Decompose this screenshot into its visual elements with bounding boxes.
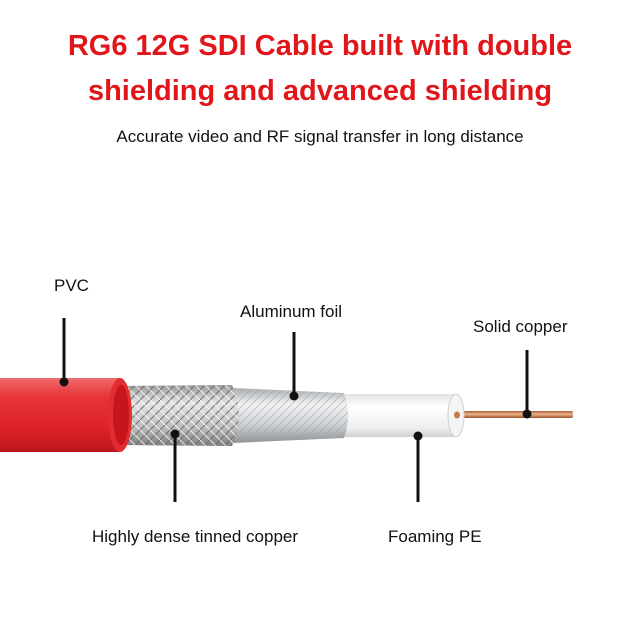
- label-aluminum-foil: Aluminum foil: [240, 302, 343, 321]
- label-solid-copper: Solid copper: [473, 317, 568, 336]
- label-pvc: PVC: [54, 276, 89, 295]
- title-line-2: shielding and advanced shielding: [87, 75, 553, 107]
- tinned-copper-braid: [112, 385, 239, 446]
- callout-solid-copper: [522, 350, 532, 419]
- label-tinned-copper: Highly dense tinned copper: [92, 527, 299, 546]
- title-line-1: RG6 12G SDI Cable built with double: [67, 30, 573, 62]
- subtitle: Accurate video and RF signal transfer in…: [116, 127, 524, 146]
- callout-tinned-copper: [170, 429, 180, 502]
- label-foaming-pe: Foaming PE: [388, 527, 482, 546]
- solid-copper-conductor: [452, 411, 573, 418]
- callout-aluminum-foil: [289, 332, 299, 401]
- pvc-jacket: [0, 378, 132, 452]
- foaming-pe-dielectric: [338, 393, 465, 438]
- callout-pvc: [59, 318, 69, 387]
- page-title: RG6 12G SDI Cable built with double shie…: [0, 24, 640, 114]
- aluminum-foil-layer: [232, 388, 348, 443]
- callout-foaming-pe: [413, 431, 423, 502]
